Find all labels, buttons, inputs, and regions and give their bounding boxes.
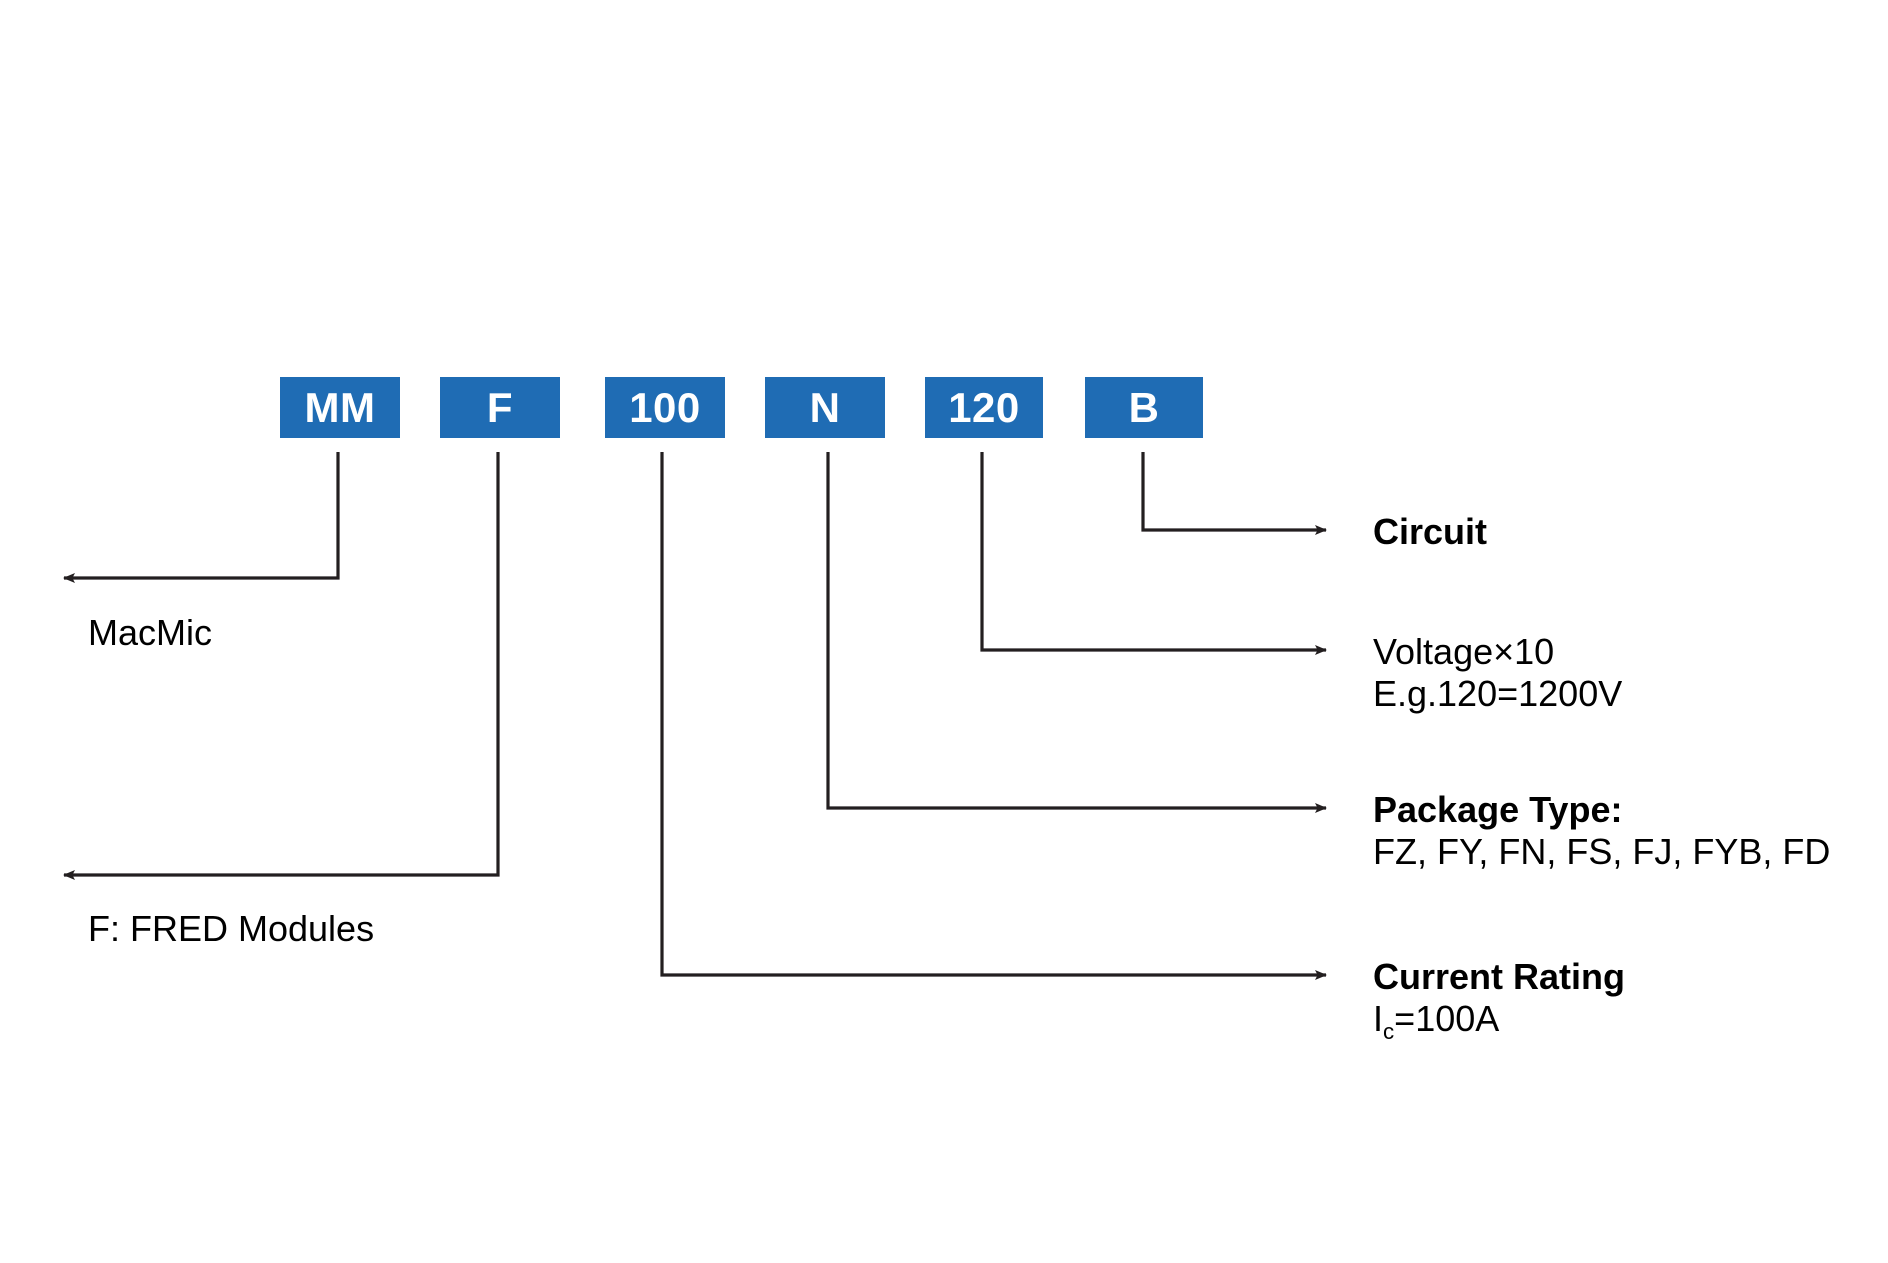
callout-package-type: Package Type: FZ, FY, FN, FS, FJ, FYB, F… [1373,789,1830,874]
callout-package-type-detail: FZ, FY, FN, FS, FJ, FYB, FD [1373,831,1831,873]
connector-b-to-circuit [1141,452,1327,535]
code-box-mm[interactable]: MM [280,377,400,438]
callout-voltage-line2: E.g.120=1200V [1373,673,1623,715]
callout-voltage: Voltage×10 E.g.120=1200V [1373,631,1622,716]
connector-n-to-package-type [826,452,1327,813]
current-symbol-subscript: c [1383,1019,1395,1045]
callout-macmic-label: MacMic [88,612,212,653]
code-box-b-label: B [1128,383,1160,431]
code-box-100[interactable]: 100 [605,377,725,438]
code-box-n-label: N [809,383,841,431]
code-box-120[interactable]: 120 [925,377,1043,438]
callout-circuit-title: Circuit [1373,511,1488,552]
connector-f-to-fred [63,452,500,880]
callout-package-type-title: Package Type: [1373,789,1623,830]
current-value: =100A [1394,998,1500,1040]
callout-fred-modules-label: F: FRED Modules [88,908,375,949]
callout-current-rating-title: Current Rating [1373,956,1625,997]
code-box-100-label: 100 [629,383,701,431]
code-box-120-label: 120 [948,383,1020,431]
callout-current-rating: Current Rating Ic=100A [1373,956,1625,1043]
connector-120-to-voltage [980,452,1327,655]
code-box-n[interactable]: N [765,377,885,438]
code-box-f-label: F [486,383,514,431]
callout-macmic: MacMic [88,612,212,654]
connector-100-to-current-rating [660,452,1327,980]
connector-mm-to-macmic [63,452,340,583]
callout-fred-modules: F: FRED Modules [88,908,374,950]
code-box-mm-label: MM [304,383,376,431]
current-symbol-i: I [1373,998,1384,1040]
code-box-b[interactable]: B [1085,377,1203,438]
code-box-f[interactable]: F [440,377,560,438]
callout-voltage-line1: Voltage×10 [1373,631,1555,672]
callout-circuit: Circuit [1373,511,1487,553]
callout-current-rating-detail: Ic=100A [1373,998,1625,1043]
